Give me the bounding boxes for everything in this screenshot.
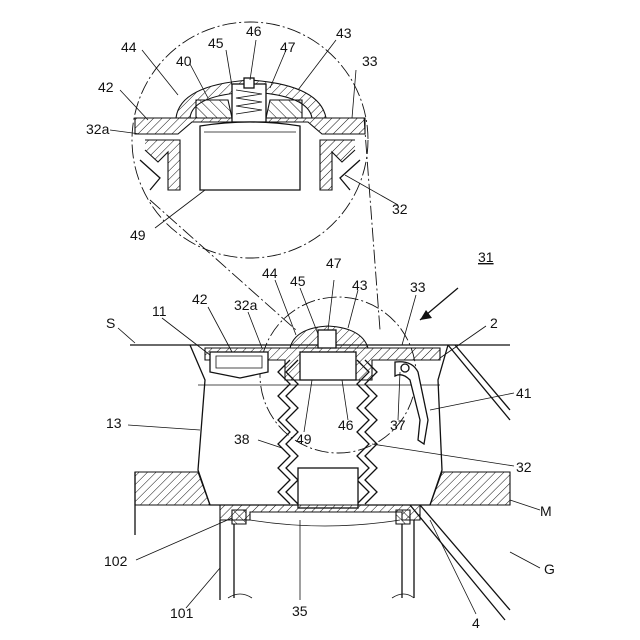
label-43-top: 43 xyxy=(336,25,352,41)
label-42: 42 xyxy=(192,291,208,307)
label-40: 40 xyxy=(176,53,192,69)
bellows-left xyxy=(278,360,290,504)
label-31: 31 xyxy=(478,249,494,265)
cup-49 xyxy=(300,352,356,380)
label-13: 13 xyxy=(106,415,122,431)
label-47-top: 47 xyxy=(280,39,296,55)
label-S: S xyxy=(106,315,115,331)
floor-left xyxy=(135,472,210,505)
detail-bellows-right xyxy=(320,140,355,190)
label-37: 37 xyxy=(390,417,406,433)
label-45: 45 xyxy=(290,273,306,289)
disc-35 xyxy=(250,520,400,526)
valve-46 xyxy=(318,330,336,348)
label-G: G xyxy=(544,561,555,577)
label-49: 49 xyxy=(296,431,312,447)
label-11: 11 xyxy=(152,303,167,319)
label-33-top: 33 xyxy=(362,53,378,69)
label-42-top: 42 xyxy=(98,79,114,95)
main-section xyxy=(130,297,510,620)
projection-line-right xyxy=(364,118,380,330)
label-32a-top: 32a xyxy=(86,121,110,137)
base-ring-4 xyxy=(220,505,420,520)
floor-right xyxy=(430,472,510,505)
detail-bellows-left xyxy=(145,140,180,190)
label-33: 33 xyxy=(410,279,426,295)
label-101: 101 xyxy=(170,605,194,621)
detail-pin xyxy=(244,78,254,88)
label-47: 47 xyxy=(326,255,342,271)
label-44-top: 44 xyxy=(121,39,137,55)
label-43: 43 xyxy=(352,277,368,293)
seal-right xyxy=(396,510,410,524)
label-46: 46 xyxy=(338,417,354,433)
inner-tube xyxy=(298,468,358,508)
label-102: 102 xyxy=(104,553,128,569)
label-46-top: 46 xyxy=(246,23,262,39)
label-45-top: 45 xyxy=(208,35,224,51)
label-2: 2 xyxy=(490,315,498,331)
label-4: 4 xyxy=(472,615,480,631)
seal-102 xyxy=(232,510,246,524)
detail-valve-right xyxy=(266,100,302,118)
detail-view xyxy=(132,22,380,330)
label-41: 41 xyxy=(516,385,532,401)
label-32-top: 32 xyxy=(392,201,408,217)
label-32: 32 xyxy=(516,459,532,475)
label-35: 35 xyxy=(292,603,308,619)
label-49-top: 49 xyxy=(130,227,146,243)
label-M: M xyxy=(540,503,552,519)
label-32a: 32a xyxy=(234,297,258,313)
detail-spring-housing xyxy=(232,84,266,122)
label-38: 38 xyxy=(234,431,250,447)
label-44: 44 xyxy=(262,265,278,281)
detail-valve-left xyxy=(196,100,232,118)
bellows-right xyxy=(365,360,377,504)
